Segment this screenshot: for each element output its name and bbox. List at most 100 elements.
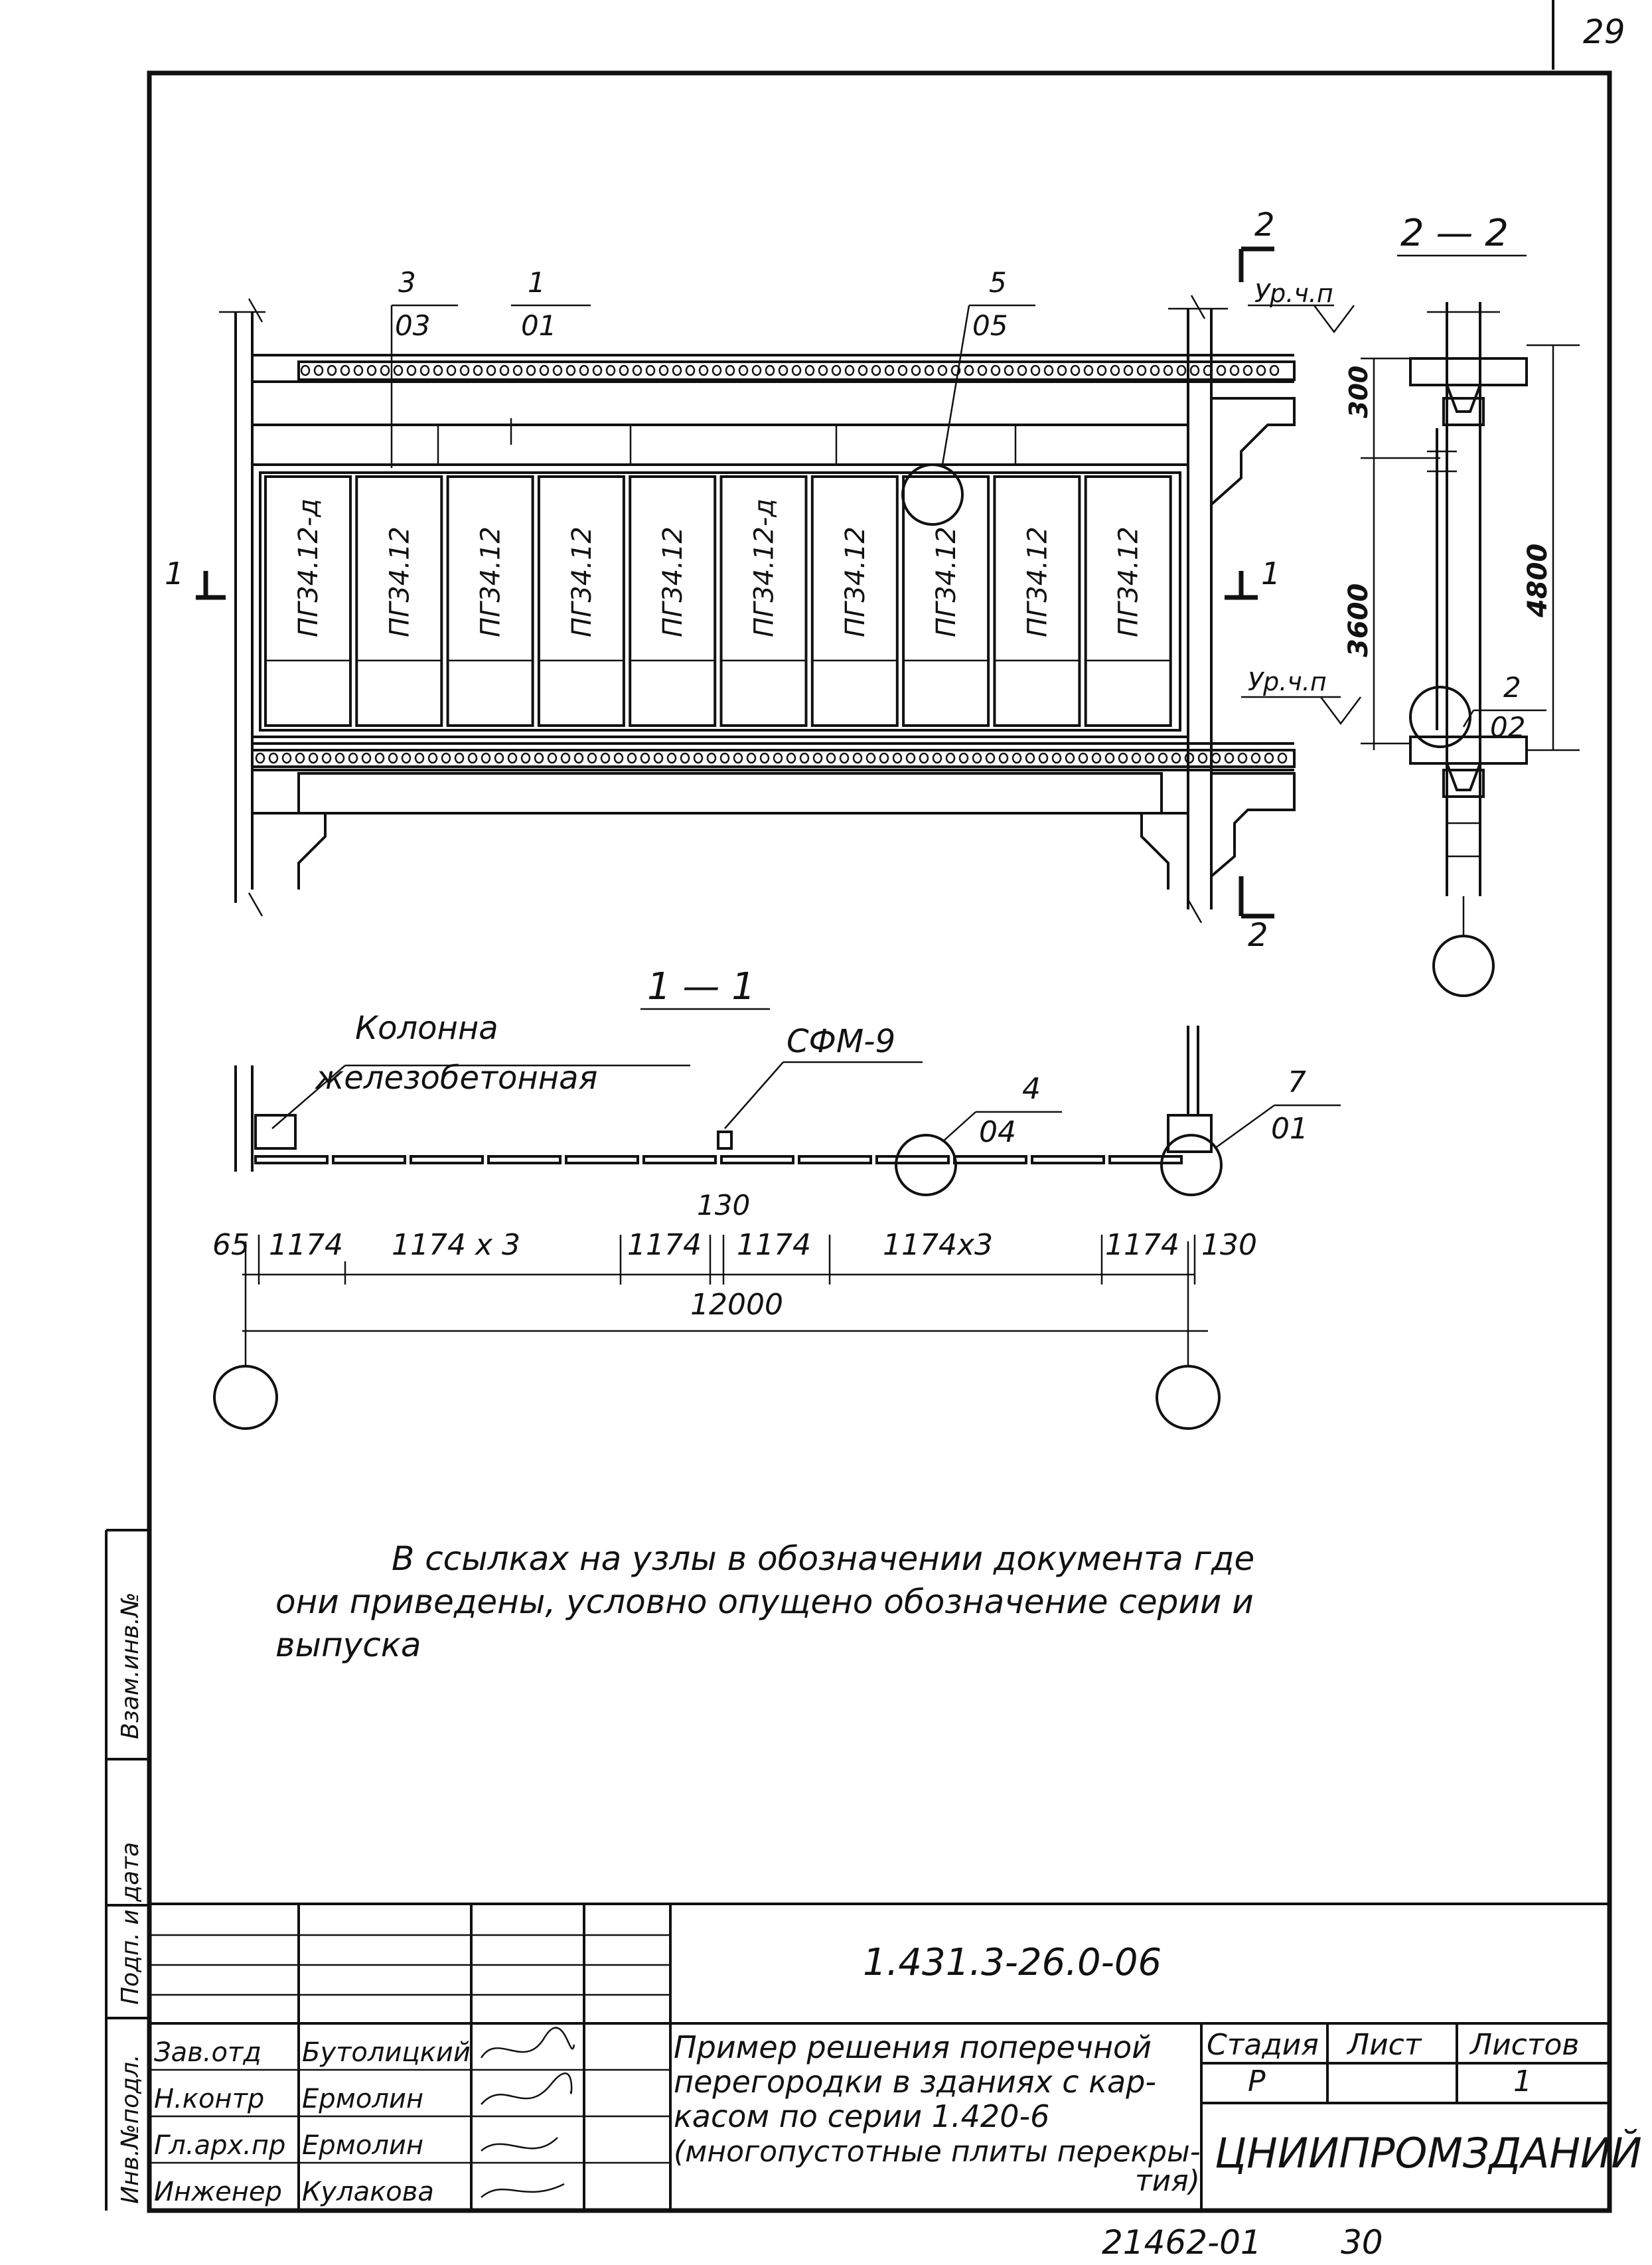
slab-void <box>1203 364 1213 376</box>
slab-void <box>467 752 478 764</box>
slab-void <box>950 364 961 376</box>
slab-void <box>353 364 364 376</box>
section-panel <box>254 1155 329 1164</box>
slab-void <box>600 752 611 764</box>
slab-void <box>327 364 337 376</box>
slab-void <box>627 752 637 764</box>
panel-label: ПГ34.12 <box>1114 526 1144 637</box>
footer-sheet: 30 <box>1341 2223 1383 2262</box>
dim-130-top: 130 <box>697 1189 750 1221</box>
signature-1 <box>481 2072 573 2105</box>
slab-void <box>826 752 836 764</box>
slab-void <box>799 752 810 764</box>
dim-65: 65 <box>212 1228 250 1262</box>
callout-7-num: 7 <box>1288 1065 1306 1099</box>
slab-void <box>414 752 425 764</box>
drawing-frame <box>147 70 1612 2213</box>
slab-void <box>388 752 398 764</box>
slab-void <box>560 752 571 764</box>
dim-1174x3-b: 1174х3 <box>883 1228 993 1262</box>
slab-void <box>998 752 1009 764</box>
slab-void <box>613 752 624 764</box>
slab-void <box>698 364 709 376</box>
slab-void <box>1189 364 1200 376</box>
note-line-3: выпуска <box>275 1626 421 1664</box>
slab-void <box>879 752 889 764</box>
role-2: Гл.арх.пр <box>154 2130 285 2161</box>
slab-void <box>871 364 881 376</box>
slab-void <box>1030 364 1041 376</box>
slab-void <box>852 752 863 764</box>
slab-void <box>958 752 969 764</box>
slab-void <box>706 752 717 764</box>
slab-void <box>1136 364 1147 376</box>
slab-void <box>441 752 451 764</box>
slab-void <box>884 364 895 376</box>
panel-label: ПГ34.12 <box>1022 526 1053 637</box>
slab-void <box>892 752 903 764</box>
note-line-1: В ссылках на узлы в обозначении документ… <box>392 1539 1254 1578</box>
slab-void <box>393 364 404 376</box>
stamp-inv-podl: Инв.№подл. <box>117 2055 144 2204</box>
general-note: В ссылках на узлы в обозначении документ… <box>275 1539 1254 1664</box>
callout-7-ref: 01 <box>1271 1112 1308 1146</box>
slab-void <box>773 752 783 764</box>
slab-void <box>255 752 265 764</box>
slab-void <box>1211 752 1221 764</box>
callout-5-ref: 05 <box>972 309 1008 342</box>
title-block: 1.431.3-26.0-06 Зав.отд Н.контр Гл.арх.п… <box>149 1903 1642 2211</box>
sheet-header: Лист <box>1346 2028 1422 2062</box>
section-panel <box>1108 1155 1183 1164</box>
slab-void <box>1224 752 1235 764</box>
slab-voids <box>255 364 1288 764</box>
section-mark-2-top: 2 <box>1254 206 1275 244</box>
panel-9: ПГ34.12 <box>993 475 1081 727</box>
slab-void <box>924 364 935 376</box>
dim-1174-b: 1174 <box>627 1228 702 1262</box>
slab-void <box>374 752 385 764</box>
slab-void <box>865 752 876 764</box>
slab-void <box>539 364 550 376</box>
slab-void <box>592 364 603 376</box>
section-panel <box>1031 1155 1105 1164</box>
dim-130: 130 <box>1201 1228 1257 1262</box>
slab-void <box>905 752 916 764</box>
slab-void <box>1078 752 1089 764</box>
slab-void <box>486 364 496 376</box>
panel-1: ПГ34.12-д <box>264 475 352 727</box>
slab-void <box>579 364 589 376</box>
slab-void <box>366 364 377 376</box>
slab-void <box>1123 364 1134 376</box>
footer-number: 21462-01 <box>1102 2223 1262 2262</box>
section-mark-1-left: 1 <box>165 556 184 591</box>
slab-void <box>1216 364 1227 376</box>
slab-void <box>990 364 1001 376</box>
section-panel <box>798 1155 872 1164</box>
dim-1174-a: 1174 <box>269 1228 343 1262</box>
slab-void <box>1163 364 1173 376</box>
slab-void <box>733 752 743 764</box>
role-0: Зав.отд <box>154 2037 262 2068</box>
organization: ЦНИИПРОМЗДАНИЙ <box>1215 2128 1642 2177</box>
panel-label: ПГ34.12 <box>931 526 962 637</box>
slab-void <box>1043 364 1054 376</box>
name-3: Кулакова <box>302 2177 434 2207</box>
slab-void <box>1118 752 1128 764</box>
slab-void <box>831 364 842 376</box>
slab-void <box>547 752 558 764</box>
slab-void <box>919 752 929 764</box>
section-mark-2-bottom: 2 <box>1248 917 1268 954</box>
section-panel <box>953 1155 1027 1164</box>
slab-void <box>520 752 531 764</box>
title-line-3: касом по серии 1.420-6 <box>674 2098 1049 2134</box>
dim-1174x3-a: 1174 х 3 <box>392 1228 520 1262</box>
section-panel <box>642 1155 717 1164</box>
slab-void <box>335 752 345 764</box>
stamp-vzam-inv: Взам.инв.№ <box>117 1592 144 1739</box>
callout-4-ref: 04 <box>979 1115 1016 1149</box>
slab-void <box>1269 364 1280 376</box>
slab-void <box>1237 752 1248 764</box>
panel-label: ПГ34.12 <box>658 526 688 637</box>
section-panel <box>487 1155 562 1164</box>
